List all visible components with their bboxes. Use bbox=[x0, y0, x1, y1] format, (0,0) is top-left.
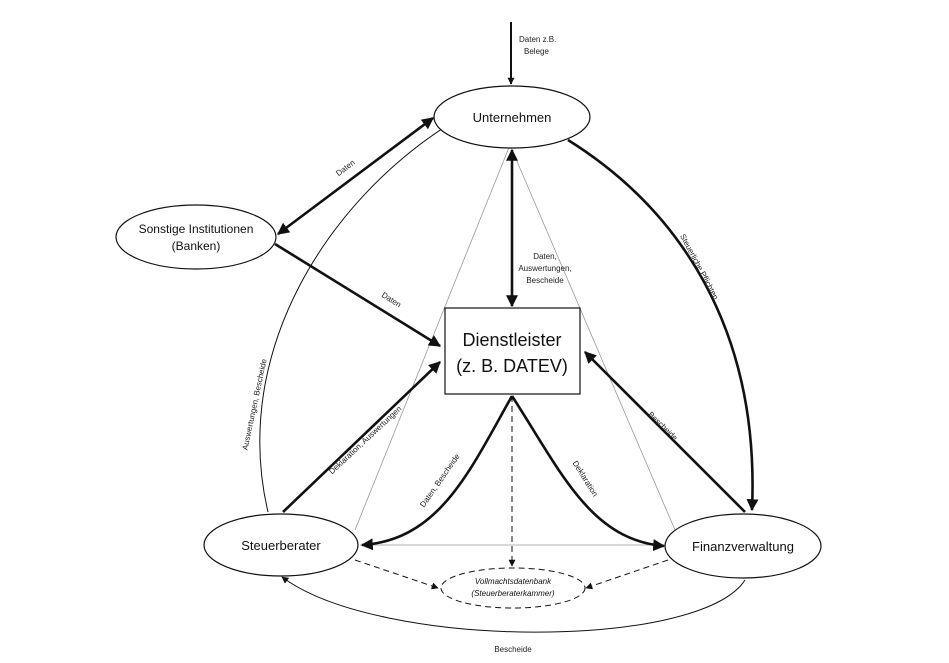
label-center-1: Daten, bbox=[533, 252, 557, 261]
label-center-3: Bescheide bbox=[526, 276, 564, 285]
label-center-2: Auswertungen, bbox=[518, 264, 571, 273]
node-sonstige-label-2: (Banken) bbox=[172, 239, 221, 253]
label-bescheide-bottom: Bescheide bbox=[494, 645, 532, 654]
thin-line-unt-finanz bbox=[509, 144, 676, 531]
label-daten-sonst-dienst: Daten bbox=[380, 290, 403, 309]
label-daten-unt-sonst: Daten bbox=[334, 158, 356, 178]
edge-dienst-finanz bbox=[510, 395, 666, 552]
edge-sonst-dienst bbox=[274, 242, 442, 348]
edge-finanz-steuer bbox=[281, 576, 746, 633]
node-sonstige-label-1: Sonstige Institutionen bbox=[139, 222, 254, 236]
node-dienstleister bbox=[444, 307, 581, 395]
node-finanzverwaltung-label: Finanzverwaltung bbox=[692, 539, 794, 554]
node-vollmachtsdatenbank bbox=[440, 567, 586, 609]
edge-steuer-vollmacht bbox=[354, 559, 439, 590]
node-vollmacht-label-2: (Steuerberaterkammer) bbox=[471, 589, 554, 598]
node-finanzverwaltung bbox=[664, 513, 822, 579]
label-input-2: Belege bbox=[524, 47, 549, 56]
node-dienstleister-label-2: (z. B. DATEV) bbox=[456, 356, 568, 376]
edge-dienst-steuer bbox=[360, 395, 514, 551]
edge-steuer-dienst bbox=[282, 361, 441, 513]
label-deklaration-auswertungen: Deklaration, Auswertungen bbox=[327, 404, 403, 476]
node-dienstleister-label-1: Dienstleister bbox=[462, 330, 561, 350]
label-auswertungen-bescheide: Auswertungen, Bescheide bbox=[240, 358, 268, 451]
label-bescheide-right: Bescheide bbox=[646, 410, 680, 443]
label-input-1: Daten z.B. bbox=[519, 35, 556, 44]
edge-unt-finanz bbox=[567, 138, 759, 512]
edge-steuer-unt bbox=[259, 124, 449, 513]
node-steuerberater-label: Steuerberater bbox=[241, 538, 321, 553]
edge-finanz-vollmacht bbox=[585, 559, 669, 590]
edge-unt-sonst bbox=[277, 116, 434, 236]
node-sonstige bbox=[115, 204, 277, 270]
node-unternehmen-label: Unternehmen bbox=[473, 110, 552, 125]
label-steuerliche-pflichten: Steuerliche Pflichten bbox=[678, 233, 720, 302]
edge-finanz-dienst bbox=[584, 351, 746, 513]
label-daten-bescheide: Daten, Bescheide bbox=[418, 452, 462, 509]
node-vollmacht-label-1: Vollmachtsdatenbank bbox=[475, 577, 552, 586]
node-steuerberater bbox=[203, 513, 359, 577]
node-unternehmen bbox=[433, 85, 591, 149]
